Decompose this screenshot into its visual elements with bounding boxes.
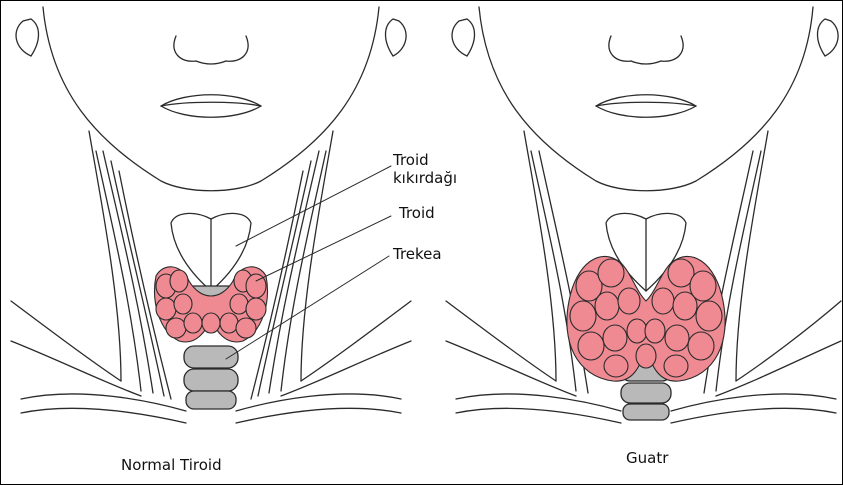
label-thyroid-cartilage-text: Troid kıkırdağı [393, 151, 457, 187]
label-trachea: Trekea [393, 245, 442, 263]
caption-goiter: Guatr [626, 449, 668, 467]
normal-neck-figure [11, 7, 411, 423]
label-thyroid: Troid [399, 204, 435, 222]
caption-normal-thyroid: Normal Tiroid [121, 456, 222, 474]
goiter-neck-figure [446, 7, 841, 423]
label-thyroid-cartilage: Troid kıkırdağı [393, 151, 483, 187]
